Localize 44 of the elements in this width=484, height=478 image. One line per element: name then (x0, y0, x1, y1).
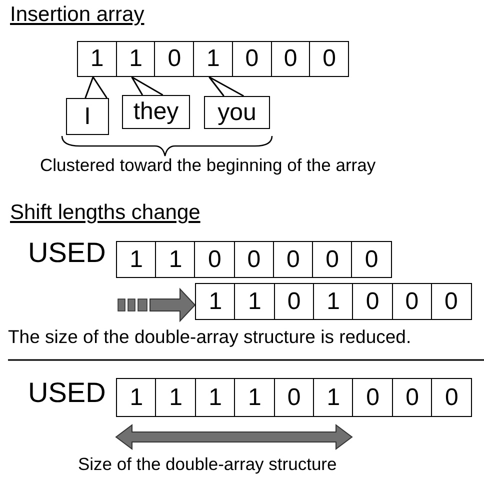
array-cell: 0 (234, 241, 274, 278)
array-cell: 1 (155, 378, 196, 417)
array-cell: 0 (392, 283, 432, 320)
array-cell: 1 (234, 283, 276, 320)
array-cell: 0 (194, 241, 236, 278)
array-cell: 0 (274, 378, 314, 417)
caption: The size of the double-array structure is reduced. (8, 326, 412, 348)
array-cell: 0 (430, 283, 472, 320)
array-cell: 0 (272, 241, 314, 278)
speech-bubble: I (66, 98, 109, 135)
speech-bubble: they (122, 95, 190, 129)
speech-bubble: you (204, 96, 270, 129)
array-cell: 1 (193, 41, 234, 77)
row-label: USED (28, 377, 106, 409)
block-arrow (118, 288, 196, 322)
array-cell: 0 (232, 41, 272, 77)
array-cell: 0 (309, 41, 350, 77)
callout-pointer (131, 76, 164, 96)
caption: Size of the double-array structure (78, 454, 337, 475)
array-cell: 0 (274, 283, 314, 320)
array-cell: 1 (234, 378, 276, 417)
array-cell: 1 (194, 378, 236, 417)
callout-pointer (208, 76, 244, 97)
array-cell: 0 (431, 378, 472, 417)
array-cell: 0 (270, 41, 311, 77)
array-cell: 0 (352, 378, 394, 417)
section-heading: Shift lengths change (10, 201, 200, 225)
array-cell: 1 (195, 283, 236, 320)
array-cell: 1 (116, 41, 156, 77)
array-cell: 1 (77, 41, 118, 77)
caption: Clustered toward the beginning of the array (40, 155, 376, 176)
array-cell: 0 (352, 283, 393, 320)
section-heading: Insertion array (10, 3, 144, 27)
array-cell: 1 (155, 241, 196, 278)
array-cell: 0 (351, 241, 392, 278)
array-cell: 1 (313, 378, 354, 417)
row-label: USED (28, 237, 106, 269)
array-cell: 1 (116, 241, 157, 278)
array-cell: 1 (116, 378, 157, 417)
array-cell: 0 (154, 41, 195, 77)
array-cell: 0 (392, 378, 433, 417)
array-cell: 0 (312, 241, 353, 278)
array-cell: 1 (312, 283, 354, 320)
callout-pointer (84, 76, 108, 99)
